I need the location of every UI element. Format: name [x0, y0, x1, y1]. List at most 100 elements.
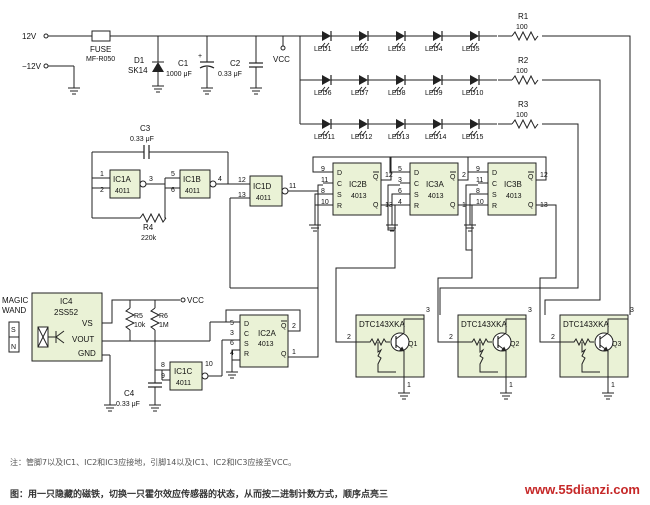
sensor-vcc-label: VCC: [187, 296, 204, 305]
pin-label: 5: [230, 320, 234, 327]
led-icon: [470, 119, 479, 129]
driver-group: DTC143XKAQ1321DTC143XKAQ2321DTC143XKAQ33…: [347, 307, 634, 400]
c3-label: C3: [140, 124, 151, 133]
ground-icon: [602, 392, 614, 400]
ic1d-label: IC1D: [253, 182, 271, 191]
r4-value-label: 220k: [141, 235, 157, 242]
pin-label: 10: [476, 199, 484, 206]
led-label: LED11: [314, 134, 335, 141]
r6-label: R6: [159, 313, 168, 320]
fuse-part-label: MF-R050: [86, 56, 115, 63]
magnet-n-label: N: [11, 344, 16, 351]
flip-flop-pin-letter: D: [337, 170, 342, 177]
pin-label: 11: [476, 177, 483, 184]
pin-label: 9: [161, 373, 165, 380]
d1-part-label: SK14: [128, 66, 148, 75]
pin-label: 11: [321, 177, 328, 184]
ground-icon: [226, 371, 238, 379]
resistor-icon: [356, 337, 390, 347]
pin-label: 6: [398, 188, 402, 195]
resistor-icon: [458, 337, 492, 347]
r5-value-label: 10k: [134, 322, 146, 329]
watermark: www.55dianzi.com: [522, 482, 642, 497]
led-icon: [359, 75, 368, 85]
resistor-r1-icon: [511, 30, 539, 42]
r2-label: R2: [518, 56, 529, 65]
ground-icon: [250, 87, 262, 95]
pin-label: 11: [289, 183, 296, 190]
transistor-icon: [55, 330, 65, 344]
r1-value-label: 100: [516, 24, 528, 31]
ic2a-part-label: 4013: [258, 341, 274, 348]
svg-text:C: C: [244, 331, 249, 338]
vcc-label: VCC: [273, 55, 290, 64]
led-label: LED10: [462, 90, 484, 97]
v12-terminal: [43, 33, 49, 39]
led-label: LED2: [351, 46, 369, 53]
led-label: LED4: [425, 46, 443, 53]
pin-label: 12: [540, 172, 548, 179]
c2-label: C2: [230, 59, 241, 68]
pin-label: 3: [398, 177, 402, 184]
led-icon: [322, 75, 331, 85]
ic1c-label: IC1C: [174, 367, 192, 376]
ic1a-label: IC1A: [113, 175, 131, 184]
flip-flop-q-letter: Q: [373, 202, 379, 209]
svg-text:S: S: [244, 341, 249, 348]
resistor-r5-icon: [124, 307, 136, 331]
resistor-r4-icon: [139, 212, 167, 224]
flip-flop-pin-letter: R: [492, 203, 497, 210]
pin-label: 3: [528, 307, 532, 314]
ic1b-label: IC1B: [183, 175, 201, 184]
transistor-label: Q1: [408, 341, 417, 348]
led-label: LED9: [425, 90, 443, 97]
driver-body: [457, 314, 527, 378]
vneg12-terminal: [43, 63, 49, 69]
pin-label: 2: [551, 334, 555, 341]
c3-value-label: 0.33 μF: [130, 136, 154, 143]
led-label: LED6: [314, 90, 332, 97]
led-label: LED5: [462, 46, 480, 53]
resistor-r3-icon: [511, 118, 539, 130]
ground-icon: [152, 85, 164, 93]
r6-value-label: 1M: [159, 322, 169, 329]
gate-ic1d: [249, 175, 283, 207]
gate-ic1b: [179, 169, 211, 199]
pin-label: 9: [476, 166, 480, 173]
counter-name-label: IC2B: [349, 180, 367, 189]
ground-icon: [68, 87, 80, 95]
pin-label: 2: [100, 187, 104, 194]
counter-name-label: IC3B: [504, 180, 522, 189]
ic1b-part-label: 4011: [185, 188, 200, 195]
vcc-terminal: [180, 297, 186, 303]
c4-label: C4: [124, 389, 135, 398]
flip-flop-pin-letter: D: [492, 170, 497, 177]
flip-flop-pin-letter: S: [414, 192, 419, 199]
flip-flop-qbar-letter: Q: [528, 174, 534, 181]
wand-label: WAND: [2, 306, 26, 315]
fuse-symbol: [91, 30, 111, 42]
pin-label: 12: [385, 172, 393, 179]
c4-value-label: 0.33 μF: [116, 401, 140, 408]
pin-label: 10: [321, 199, 329, 206]
driver-name-label: DTC143XKA: [563, 320, 609, 329]
counter-part-label: 4013: [428, 193, 444, 200]
gate-ic1c: [169, 361, 203, 391]
led-label: LED7: [351, 90, 369, 97]
pin-label: 2: [292, 323, 296, 330]
gnd-label: GND: [78, 349, 96, 358]
ic1c-part-label: 4011: [176, 380, 191, 387]
resistor-r6-icon: [149, 307, 161, 331]
led-label: LED8: [388, 90, 406, 97]
counter-part-label: 4013: [506, 193, 522, 200]
ground-icon: [309, 224, 321, 232]
flip-flop-pin-letter: C: [492, 181, 497, 188]
pin-label: 2: [462, 172, 466, 179]
pin-label: 3: [426, 307, 430, 314]
flip-flop-ic2a: [239, 314, 289, 368]
led-label: LED15: [462, 134, 484, 141]
